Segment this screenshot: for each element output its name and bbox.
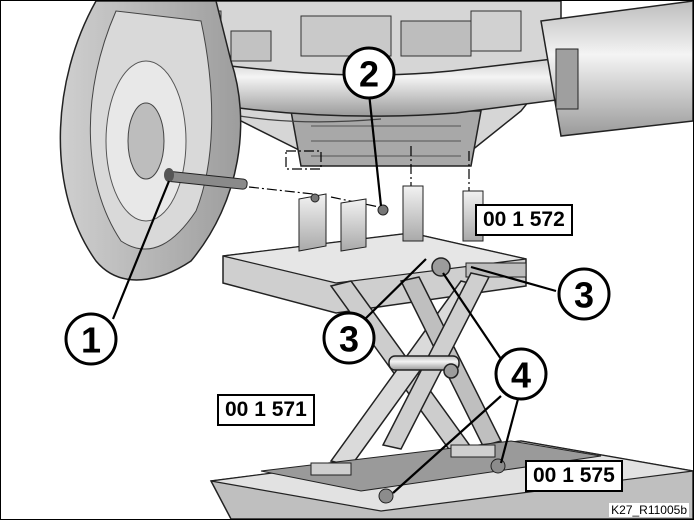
callout-3-right: 3	[557, 267, 611, 321]
leader-lines	[111, 92, 557, 494]
callout-1-text: 1	[81, 320, 101, 361]
part-label-lift-jack: 00 1 571	[217, 394, 315, 426]
callout-2: 2	[342, 46, 396, 100]
callout-2-text: 2	[359, 54, 379, 95]
part-label-lift-pad: 00 1 572	[475, 204, 573, 236]
callout-4-text: 4	[511, 355, 531, 396]
figure-reference-code: K27_R11005b	[609, 503, 689, 517]
callout-3-right-text: 3	[574, 275, 594, 316]
front-wheel	[59, 1, 242, 281]
part-label-lift-base: 00 1 575	[525, 460, 623, 492]
callout-4: 4	[494, 347, 548, 401]
callout-3-left-text: 3	[339, 319, 359, 360]
axle-rod	[164, 168, 248, 190]
callout-3-left: 3	[322, 311, 376, 365]
alignment-lines	[248, 146, 470, 208]
callout-1: 1	[64, 312, 118, 366]
lift-pad	[222, 185, 527, 314]
